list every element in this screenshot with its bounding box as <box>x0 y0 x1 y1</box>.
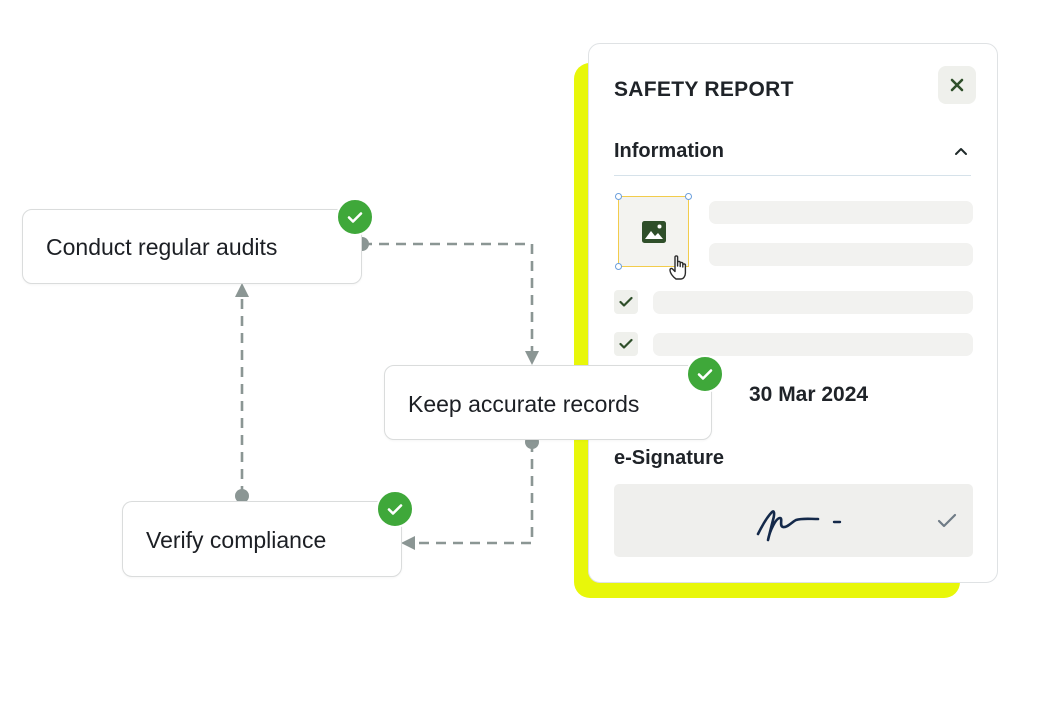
checkmark-icon <box>937 513 957 528</box>
safety-report-panel: SAFETY REPORT Information 30 <box>588 43 998 583</box>
chevron-up-icon[interactable] <box>953 143 969 159</box>
flow-node-records[interactable]: Keep accurate records <box>384 365 712 440</box>
close-button[interactable] <box>938 66 976 104</box>
image-placeholder[interactable] <box>618 196 689 267</box>
node-label: Keep accurate records <box>408 391 640 417</box>
checkmark-icon <box>619 338 633 349</box>
resize-handle[interactable] <box>685 193 692 200</box>
checkmark-icon <box>619 296 633 307</box>
checkmark-icon <box>697 368 713 380</box>
connector-audits-to-records <box>362 242 539 365</box>
checklist-checkbox[interactable] <box>614 290 638 314</box>
text-placeholder-bar <box>653 291 973 314</box>
node-label: Verify compliance <box>146 527 327 553</box>
flow-node-audits[interactable]: Conduct regular audits <box>22 209 362 284</box>
text-placeholder-bar <box>709 243 973 266</box>
node-label: Conduct regular audits <box>46 234 278 260</box>
resize-handle[interactable] <box>615 263 622 270</box>
report-date: 30 Mar 2024 <box>749 383 869 406</box>
status-badge <box>686 355 724 393</box>
hand-pointer-icon <box>669 255 687 280</box>
checkmark-icon <box>347 211 363 223</box>
text-placeholder-bar <box>709 201 973 224</box>
e-signature-label: e-Signature <box>614 447 725 469</box>
checkmark-icon <box>387 503 403 515</box>
information-section-header[interactable]: Information <box>614 140 971 176</box>
connector-port[interactable] <box>235 489 249 503</box>
status-badge <box>336 198 374 236</box>
checklist-checkbox[interactable] <box>614 332 638 356</box>
image-icon <box>641 220 666 243</box>
signature-scribble <box>756 510 842 542</box>
signature-field[interactable] <box>614 484 973 557</box>
flow-node-compliance[interactable]: Verify compliance <box>122 501 402 577</box>
status-badge <box>376 490 414 528</box>
close-icon <box>950 78 964 92</box>
text-placeholder-bar <box>653 333 973 356</box>
resize-handle[interactable] <box>615 193 622 200</box>
section-label: Information <box>614 140 724 162</box>
connector-records-to-compliance <box>401 442 534 550</box>
report-title: SAFETY REPORT <box>614 78 794 101</box>
